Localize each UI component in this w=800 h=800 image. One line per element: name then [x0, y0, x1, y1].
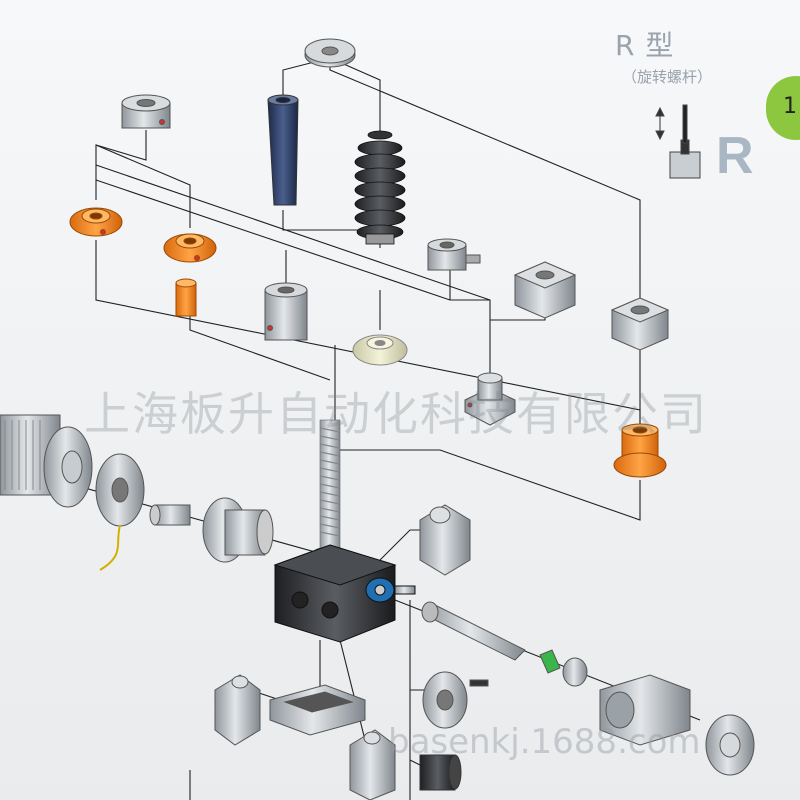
trunnion-mount — [269, 684, 366, 736]
type-letter: R — [716, 127, 754, 185]
pillow-block-bottom — [349, 729, 396, 800]
top-flange — [304, 38, 356, 68]
url-watermark: basenkj.1688.com — [388, 722, 701, 762]
motor — [0, 414, 93, 508]
pillow-block-top — [419, 504, 471, 576]
orange-flange-nut-1 — [69, 207, 123, 237]
page-number: 1 — [783, 94, 797, 119]
page-subtitle: （旋转螺杆） — [622, 68, 713, 86]
bellows — [354, 130, 406, 245]
orange-nut-small — [175, 278, 197, 317]
orange-flange-nut-2 — [163, 233, 217, 263]
cream-nut — [352, 334, 408, 366]
collar-top-left — [121, 94, 171, 129]
anti-rotation-bracket — [427, 238, 481, 271]
grey-nut — [264, 282, 308, 341]
navy-cover — [267, 94, 299, 206]
drive-shaft — [421, 601, 588, 687]
jaw-coupling-small — [149, 504, 191, 526]
flange-mount — [464, 372, 516, 426]
bottom-cylinder — [419, 754, 462, 791]
pillow-block-left — [214, 674, 261, 746]
servo-motor — [599, 674, 755, 776]
square-block-1 — [513, 261, 577, 319]
handwheel — [422, 671, 489, 729]
rotating-screw-icon — [655, 104, 701, 179]
worm-gearbox — [273, 544, 416, 643]
page-title: R 型 — [615, 29, 675, 62]
motor-adapter — [202, 497, 274, 563]
square-block-2 — [610, 297, 670, 351]
orange-flange-nut-3 — [613, 423, 667, 478]
company-watermark: 上海板升自动化科技有限公司 — [84, 387, 708, 441]
brake-disc — [95, 453, 145, 571]
